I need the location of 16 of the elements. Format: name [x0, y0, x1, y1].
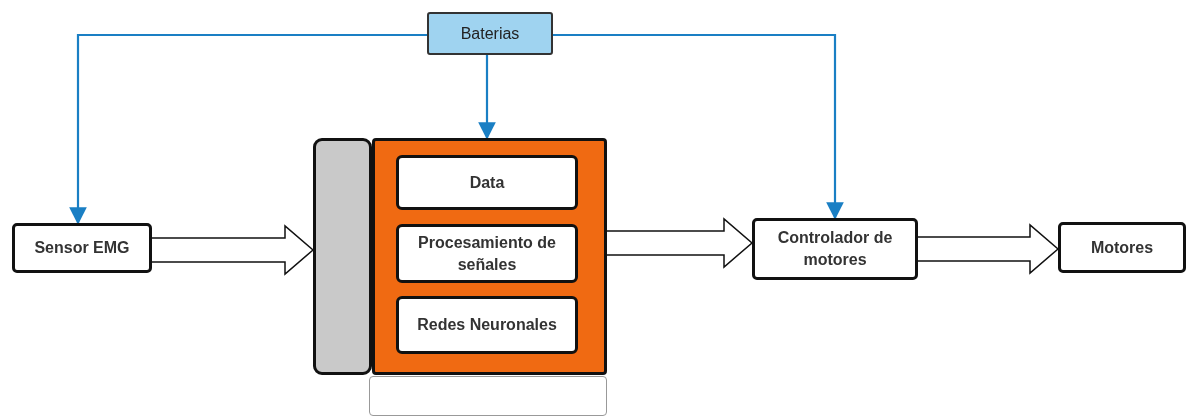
- arrow: [478, 55, 496, 140]
- module-box: Redes Neuronales: [396, 296, 578, 354]
- hollow-arrow: [606, 217, 754, 269]
- battery-box: Baterias: [427, 12, 553, 55]
- arrow: [69, 33, 427, 225]
- hollow-arrow: [917, 223, 1060, 275]
- process-box: Controlador de motores: [752, 218, 918, 280]
- processor-board-box: [372, 138, 607, 375]
- process-box: Sensor EMG: [12, 223, 152, 273]
- adc-bar: [313, 138, 372, 375]
- arrow: [553, 33, 844, 220]
- board-label-box: [369, 376, 607, 416]
- module-box: Procesamiento de señales: [396, 224, 578, 283]
- process-box: Motores: [1058, 222, 1186, 273]
- module-box: Data: [396, 155, 578, 210]
- hollow-arrow: [151, 224, 315, 276]
